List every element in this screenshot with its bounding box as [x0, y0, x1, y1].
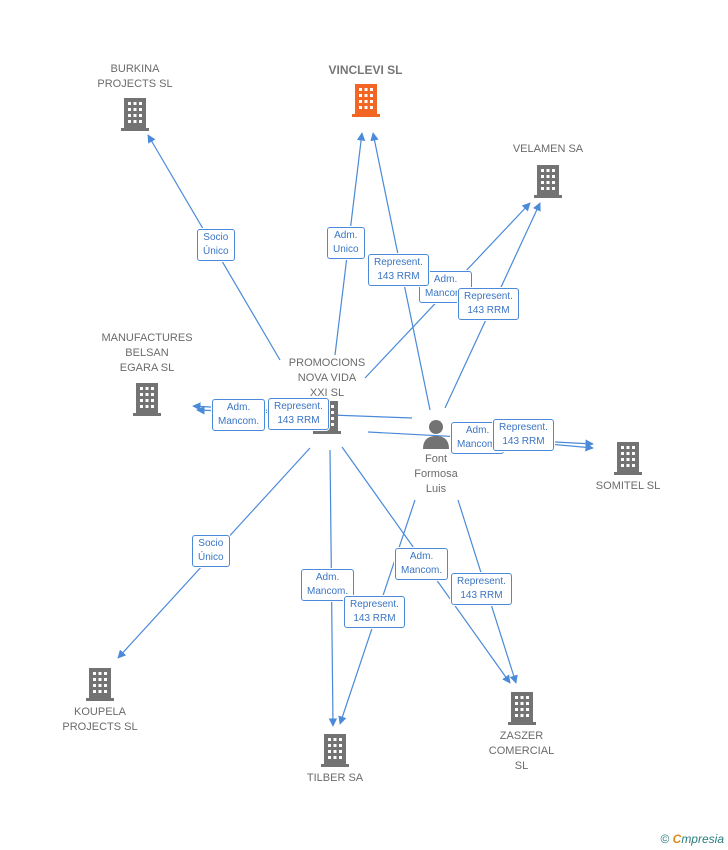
node-label: MANUFACTURES BELSAN EGARA SL: [101, 332, 193, 374]
node-label: SOMITEL SL: [595, 480, 661, 492]
node-label: PROMOCIONS NOVA VIDA XXI SL: [288, 357, 366, 399]
building-icon: [86, 668, 114, 701]
relation-badge[interactable]: Socio Único: [192, 535, 230, 567]
brand-logo-initial: C: [672, 832, 682, 846]
node-label: VELAMEN SA: [512, 143, 584, 155]
node-somitel[interactable]: SOMITEL SL: [583, 440, 673, 494]
building-icon: [614, 442, 642, 475]
relation-badge[interactable]: Adm. Mancom.: [395, 548, 449, 580]
node-tilber[interactable]: TILBER SA: [290, 732, 380, 786]
node-label: TILBER SA: [306, 772, 364, 784]
node-label: VINCLEVI SL: [328, 63, 403, 77]
relation-badge[interactable]: Represent. 143 RRM: [458, 288, 519, 320]
node-zaszer-comercial[interactable]: ZASZER COMERCIAL SL: [474, 690, 569, 774]
brand-footer: © Cmpresia: [660, 832, 724, 846]
building-icon: [133, 383, 161, 416]
building-icon: [507, 692, 536, 725]
node-burkina-projects[interactable]: BURKINA PROJECTS SL: [85, 62, 185, 132]
node-label: ZASZER COMERCIAL SL: [488, 730, 555, 772]
relation-badge[interactable]: Adm. Mancom.: [212, 399, 266, 431]
building-icon: [121, 98, 149, 131]
relation-badge[interactable]: Represent. 143 RRM: [493, 419, 554, 451]
building-icon: [351, 84, 380, 117]
node-font-formosa-luis[interactable]: Font Formosa Luis: [396, 418, 476, 497]
person-icon: [423, 420, 449, 449]
brand-logo-text: mpresia: [681, 832, 724, 846]
relation-badge[interactable]: Socio Único: [197, 229, 235, 261]
building-icon: [534, 165, 562, 198]
node-vinclevi[interactable]: VINCLEVI SL: [308, 63, 423, 118]
node-manufactures-belsan[interactable]: MANUFACTURES BELSAN EGARA SL: [92, 331, 202, 417]
node-koupela-projects[interactable]: KOUPELA PROJECTS SL: [50, 666, 150, 735]
node-label: KOUPELA PROJECTS SL: [62, 706, 138, 733]
node-label: Font Formosa Luis: [414, 453, 458, 495]
node-promocions-nova-vida[interactable]: PROMOCIONS NOVA VIDA XXI SL: [277, 356, 377, 435]
copyright-symbol: ©: [660, 832, 670, 846]
node-label: BURKINA PROJECTS SL: [97, 63, 173, 90]
relation-badge[interactable]: Adm. Mancom.: [301, 569, 355, 601]
relation-badge[interactable]: Adm. Unico: [327, 227, 365, 259]
relation-badge[interactable]: Represent. 143 RRM: [268, 398, 329, 430]
relation-badge[interactable]: Represent. 143 RRM: [344, 596, 405, 628]
relation-badge[interactable]: Represent. 143 RRM: [368, 254, 429, 286]
node-velamen[interactable]: VELAMEN SA: [498, 142, 598, 199]
relation-badge[interactable]: Represent. 143 RRM: [451, 573, 512, 605]
building-icon: [321, 734, 349, 767]
